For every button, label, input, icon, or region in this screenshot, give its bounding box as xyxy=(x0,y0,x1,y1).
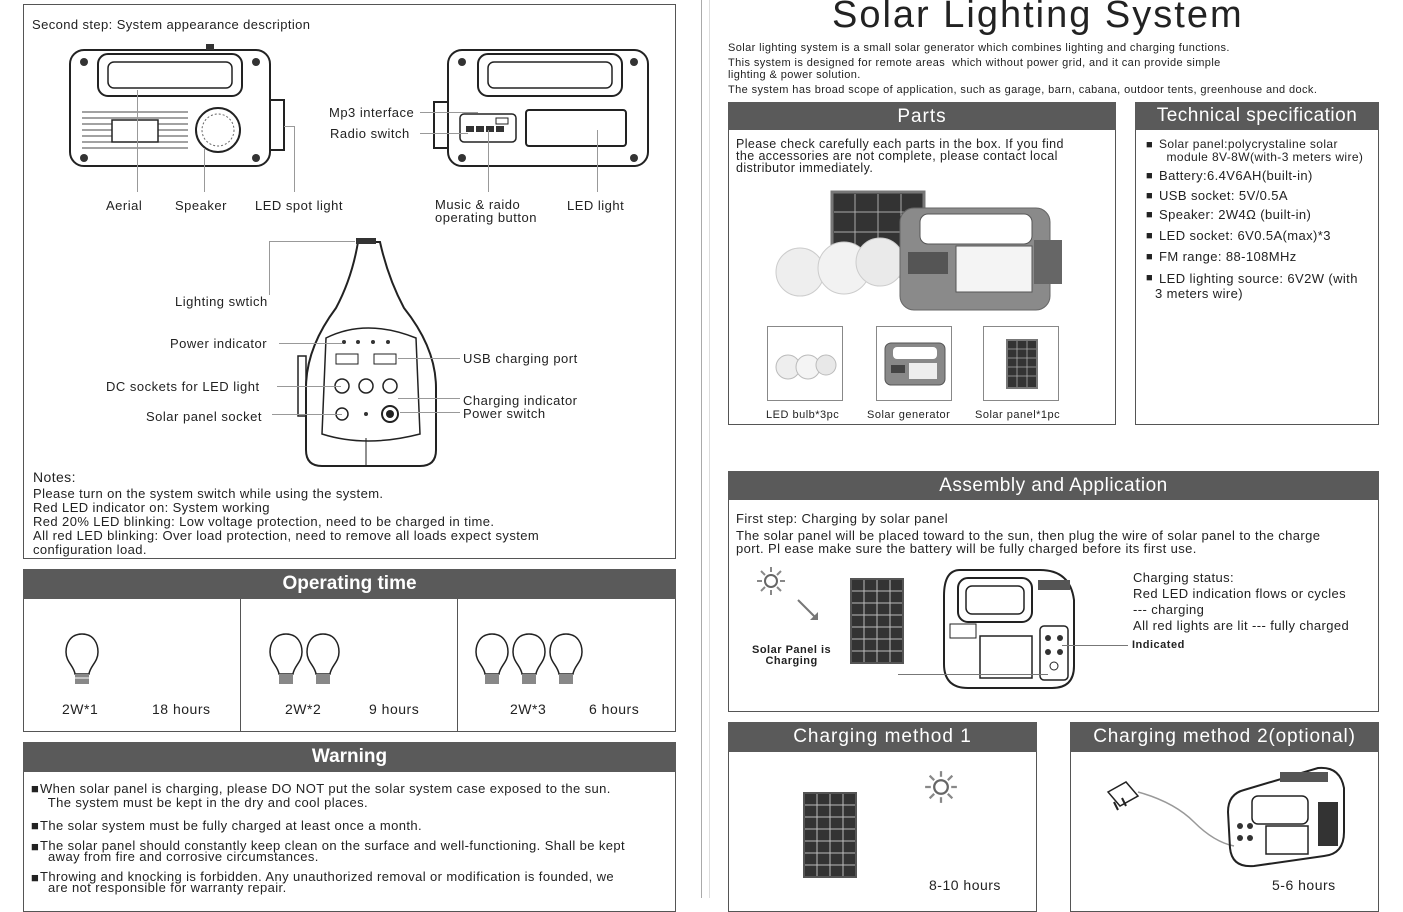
device-side-illustration xyxy=(297,238,437,467)
bulb-icon xyxy=(549,633,583,684)
assembly-step: First step: Charging by solar panel xyxy=(736,511,948,526)
generator-illustration xyxy=(943,569,1075,689)
intro-1: Solar lighting system is a small solar g… xyxy=(728,42,1230,54)
notes-title: Notes: xyxy=(33,469,76,485)
note-1: Please turn on the system switch while u… xyxy=(33,486,384,501)
label-dc-sockets: DC sockets for LED light xyxy=(106,379,260,394)
label-solar-socket: Solar panel socket xyxy=(146,409,262,424)
spec-item-6: FM range: 88-108MHz xyxy=(1159,249,1297,264)
indicated-label: Indicated xyxy=(1132,639,1185,651)
arrow-icon xyxy=(797,599,818,620)
part-panel-thumb xyxy=(983,326,1059,401)
intro-2: This system is designed for remote areas… xyxy=(728,57,1221,81)
assembly-text: The solar panel will be placed toward to… xyxy=(736,528,1321,556)
status-title: Charging status: xyxy=(1133,570,1235,585)
part-label-panel: Solar panel*1pc xyxy=(975,409,1061,421)
warning-item-1: When solar panel is charging, please DO … xyxy=(40,781,611,810)
device-front-illustration xyxy=(69,44,285,167)
device-radio-illustration xyxy=(433,49,649,167)
op-hours-3: 6 hours xyxy=(589,701,640,717)
tech-spec-panel xyxy=(1135,102,1379,425)
label-mp3: Mp3 interface xyxy=(329,105,415,120)
sun-icon xyxy=(757,567,785,595)
bulb-icon xyxy=(475,633,509,684)
product-photo xyxy=(775,190,1062,311)
op-power-1: 2W*1 xyxy=(62,701,99,717)
spec-item-5: LED socket: 6V0.5A(max)*3 xyxy=(1159,228,1331,243)
solar-panel-illustration xyxy=(803,792,857,878)
label-led-spot: LED spot light xyxy=(255,198,343,213)
op-power-3: 2W*3 xyxy=(510,701,547,717)
spec-item-3: USB socket: 5V/0.5A xyxy=(1159,188,1288,203)
charging-method-2-title: Charging method 2(optional) xyxy=(1070,722,1379,752)
panel-caption: Solar Panel is Charging xyxy=(752,644,832,667)
parts-title: Parts xyxy=(728,102,1116,130)
status-line-1: Red LED indication flows or cycles xyxy=(1133,586,1347,601)
part-label-generator: Solar generator xyxy=(867,409,951,421)
bulb-icon xyxy=(306,633,340,684)
label-lighting-switch: Lighting swtich xyxy=(175,294,268,309)
label-power-indicator: Power indicator xyxy=(170,336,268,351)
warning-title: Warning xyxy=(23,742,676,772)
label-radio-switch: Radio switch xyxy=(330,126,410,141)
method-2-hours: 5-6 hours xyxy=(1272,877,1336,893)
charging-method-1-panel xyxy=(728,722,1037,912)
op-hours-2: 9 hours xyxy=(369,701,420,717)
label-usb-port: USB charging port xyxy=(463,351,578,366)
warning-bullet-4: ■ xyxy=(31,870,40,885)
spec-item-7: LED lighting source: 6V2W (with 3 meters… xyxy=(1155,271,1358,301)
adapter-illustration xyxy=(1106,766,1345,868)
part-label-bulbs: LED bulb*3pc xyxy=(766,409,840,421)
sun-icon xyxy=(925,771,957,803)
warning-bullet-1: ■ xyxy=(31,781,40,796)
spec-item-1: Solar panel:polycrystaline solar module … xyxy=(1159,137,1364,164)
label-speaker: Speaker xyxy=(175,198,227,213)
method-1-hours: 8-10 hours xyxy=(929,877,1001,893)
label-music-button: Music & raido operating button xyxy=(435,197,537,225)
page-fold xyxy=(701,0,702,898)
tech-spec-title: Technical specification xyxy=(1135,102,1379,130)
warning-bullet-3: ■ xyxy=(31,839,40,854)
warning-bullet-2: ■ xyxy=(31,818,40,833)
spec-item-2: Battery:6.4V6AH(built-in) xyxy=(1159,168,1313,183)
bulb-icon xyxy=(269,633,303,684)
warning-item-3: The solar panel should constantly keep c… xyxy=(40,838,626,864)
label-led-light: LED light xyxy=(567,198,625,213)
warning-item-4: Throwing and knocking is forbidden. Any … xyxy=(40,869,615,895)
part-generator-thumb xyxy=(876,326,952,401)
appearance-heading: Second step: System appearance descripti… xyxy=(32,17,311,32)
note-3: Red 20% LED blinking: Low voltage protec… xyxy=(33,514,495,529)
spec-item-4: Speaker: 2W4Ω (built-in) xyxy=(1159,207,1312,222)
bulb-icon xyxy=(512,633,546,684)
label-charging-indicator: Charging indicator xyxy=(463,393,578,408)
note-4: All red LED blinking: Over load protecti… xyxy=(33,528,540,557)
bulb-icon xyxy=(65,633,99,684)
status-line-2: --- charging xyxy=(1133,602,1205,617)
op-power-2: 2W*2 xyxy=(285,701,322,717)
warning-item-2: The solar system must be fully charged a… xyxy=(40,818,423,833)
charging-method-1-title: Charging method 1 xyxy=(728,722,1037,752)
label-power-switch: Power switch xyxy=(463,406,546,421)
assembly-title: Assembly and Application xyxy=(728,471,1379,500)
operating-time-title: Operating time xyxy=(23,569,676,599)
intro-3: The system has broad scope of applicatio… xyxy=(728,84,1318,96)
op-hours-1: 18 hours xyxy=(152,701,211,717)
status-line-3: All red lights are lit --- fully charged xyxy=(1133,618,1350,633)
note-2: Red LED indicator on: System working xyxy=(33,500,270,515)
page-title: Solar Lighting System xyxy=(832,0,1244,36)
label-aerial: Aerial xyxy=(106,198,143,213)
parts-text: Please check carefully each parts in the… xyxy=(736,137,1064,175)
solar-panel-illustration xyxy=(850,578,904,664)
part-bulbs-thumb xyxy=(767,326,843,401)
